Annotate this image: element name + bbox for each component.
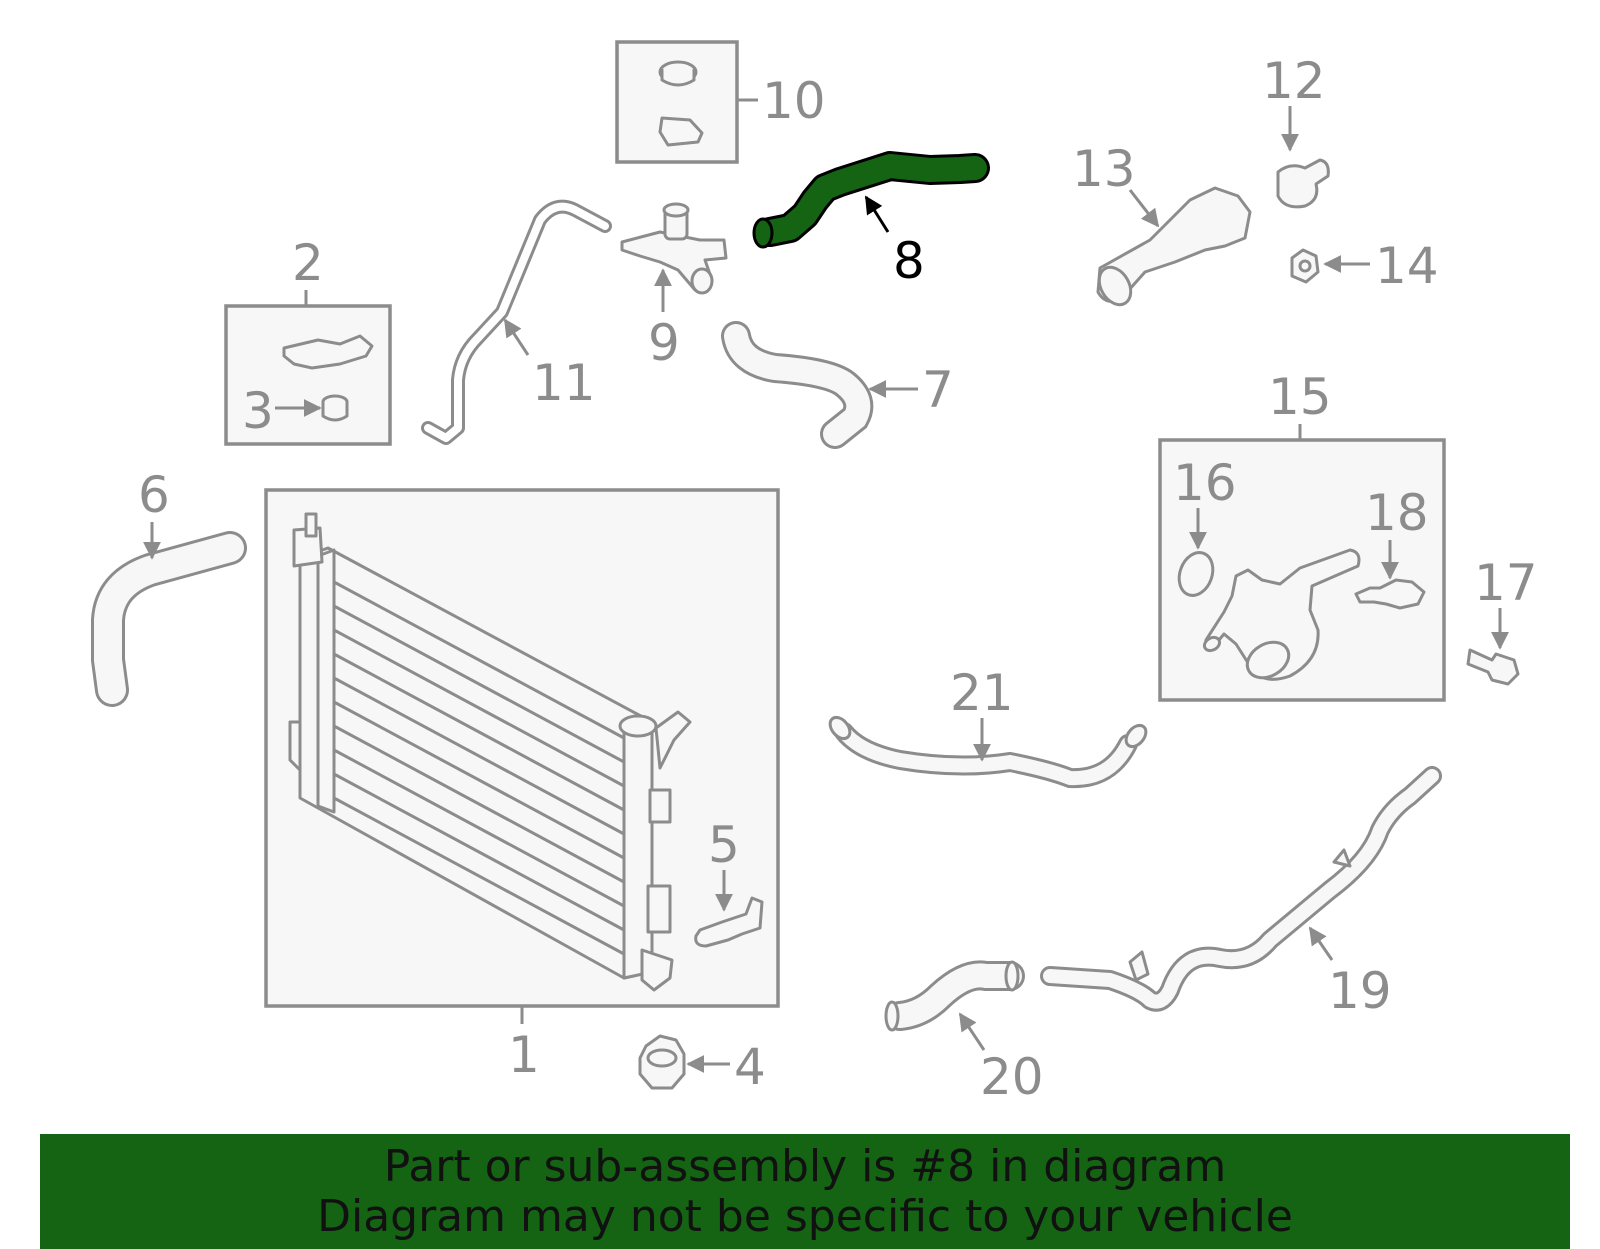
part-17-bolt: 17 (1466, 554, 1538, 686)
callout-16: 16 (1173, 454, 1237, 512)
callout-10: 10 (762, 72, 826, 130)
banner-line-1: Part or sub-assembly is #8 in diagram (383, 1141, 1227, 1192)
callout-8: 8 (893, 232, 925, 290)
part-14-nut: 14 (1290, 237, 1439, 295)
part-21-hose: 21 (828, 664, 1148, 789)
part-1-radiator: 1 (264, 488, 780, 1084)
part-9-fitting: 9 (620, 202, 728, 372)
callout-5: 5 (708, 816, 740, 874)
info-banner: Part or sub-assembly is #8 in diagram Di… (40, 1134, 1570, 1249)
radiator-fins (332, 580, 626, 956)
part-8-hose-highlighted: 8 (752, 151, 990, 290)
part-12-sensor: 12 (1262, 52, 1330, 209)
banner-line-2: Diagram may not be specific to your vehi… (317, 1191, 1293, 1242)
callout-6: 6 (138, 466, 170, 524)
callout-2: 2 (292, 234, 324, 292)
callout-1: 1 (508, 1026, 540, 1084)
callout-7: 7 (922, 361, 954, 419)
callout-4: 4 (734, 1038, 766, 1096)
part-10-cap-gasket: 10 (615, 40, 826, 164)
callout-15: 15 (1268, 368, 1332, 426)
part-11-pipe: 11 (421, 199, 612, 445)
part-2-3-bracket-box: 2 3 (224, 234, 392, 446)
callout-21: 21 (950, 664, 1014, 722)
callout-11: 11 (532, 354, 596, 412)
callout-12: 12 (1262, 52, 1326, 110)
callout-3: 3 (242, 382, 274, 440)
part-19-pipe: 19 (1040, 766, 1442, 1020)
part-13-outlet-housing: 13 (1072, 140, 1252, 307)
callout-13: 13 (1072, 140, 1136, 198)
callout-14: 14 (1375, 237, 1439, 295)
callout-19: 19 (1328, 962, 1392, 1020)
part-20-hose: 20 (884, 960, 1044, 1106)
callout-17: 17 (1474, 554, 1538, 612)
callout-20: 20 (980, 1048, 1044, 1106)
part-7-hose: 7 (721, 321, 954, 449)
part-15-thermostat-box: 15 16 18 (1158, 368, 1446, 702)
part-5-drain: 5 (694, 816, 764, 948)
callout-18: 18 (1365, 484, 1429, 542)
part-4-grommet: 4 (638, 1034, 766, 1096)
part-6-hose: 6 (91, 466, 247, 707)
callout-9: 9 (648, 314, 680, 372)
